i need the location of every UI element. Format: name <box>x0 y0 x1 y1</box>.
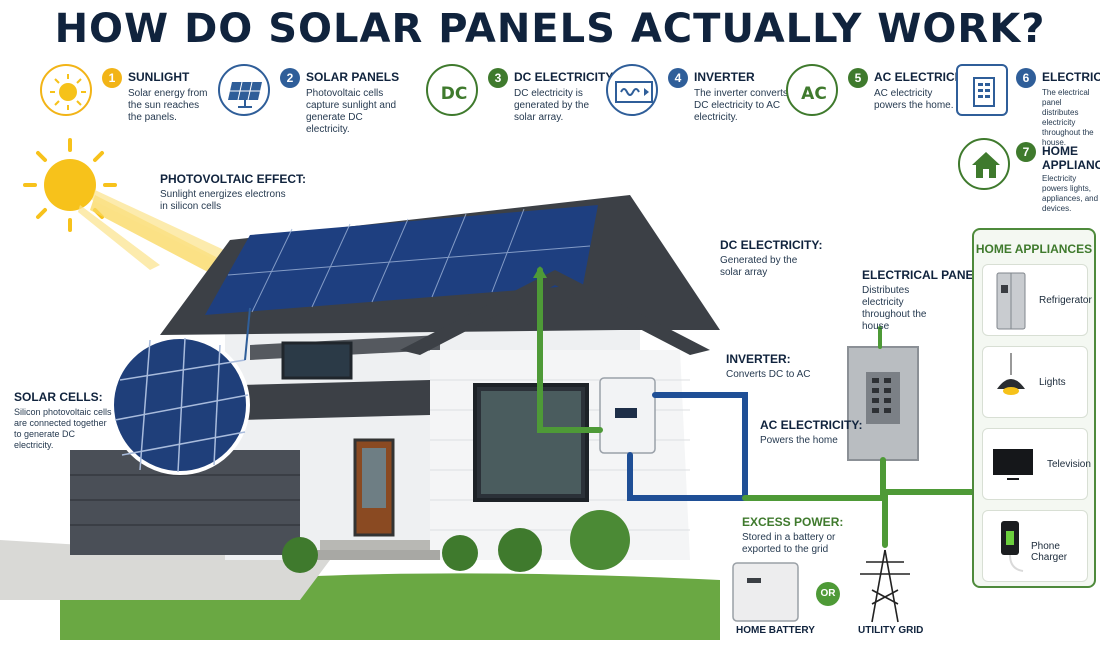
step-ac-electricity: AC 5 AC ELECTRICITY AC electricity power… <box>786 64 973 134</box>
step-desc: DC electricity is generated by the solar… <box>514 88 590 123</box>
photovoltaic-title: PHOTOVOLTAIC EFFECT: <box>160 172 306 186</box>
dc-electricity-callout: DC ELECTRICITY: Generated by the solar a… <box>720 238 830 279</box>
step-inverter: 4 INVERTER The inverter converts DC elec… <box>606 64 788 134</box>
photovoltaic-desc: Sunlight energizes electrons in silicon … <box>160 189 286 212</box>
electrical-panel-illustration <box>847 346 919 461</box>
ac-electricity-title: AC ELECTRICITY: <box>760 418 863 432</box>
solar-cell-zoom <box>110 307 251 475</box>
step-number: 2 <box>280 68 300 88</box>
appliances-title: HOME APPLIANCES <box>975 242 1093 256</box>
appliance-card-lights: Lights <box>982 346 1088 418</box>
excess-power-callout: EXCESS POWER: Stored in a battery or exp… <box>742 515 852 556</box>
house-icon <box>958 138 1010 190</box>
sun-icon <box>40 64 92 116</box>
appliance-card-phone-charger: Phone Charger <box>982 510 1088 582</box>
inverter-icon <box>606 64 658 116</box>
step-desc: The electrical panel distributes electri… <box>1042 88 1094 147</box>
utility-grid-label: UTILITY GRID <box>858 625 924 636</box>
sun-illustration <box>23 138 300 310</box>
utility-tower-illustration <box>860 549 910 623</box>
step-title: ELECTRICAL <box>1042 70 1100 84</box>
inverter-desc: Converts DC to AC <box>726 369 811 380</box>
phone-charger-icon <box>1001 521 1024 572</box>
excess-power-desc: Stored in a battery or exported to the g… <box>742 532 836 555</box>
refrigerator-icon <box>996 272 1026 330</box>
pendant-light-icon <box>997 353 1025 395</box>
dc-badge-text: DC <box>441 84 468 104</box>
ac-electricity-desc: Powers the home <box>760 435 838 446</box>
electrical-panel-desc: Distributes electricity throughout the h… <box>862 285 927 332</box>
page-title: HOW DO SOLAR PANELS ACTUALLY WORK? <box>54 6 1046 52</box>
solar-cells-title: SOLAR CELLS: <box>14 390 103 404</box>
roof-solar-array <box>205 205 598 315</box>
electrical-panel-title: ELECTRICAL PANEL: <box>862 268 985 282</box>
home-appliances-panel: HOME APPLIANCES Refrigerator Lights Tele… <box>972 228 1096 588</box>
appliance-card-refrigerator: Refrigerator <box>982 264 1092 336</box>
home-battery-illustration <box>732 562 799 622</box>
step-title: SUNLIGHT <box>128 70 190 84</box>
appliance-label: Television <box>1047 459 1091 470</box>
dc-icon: DC <box>426 64 478 116</box>
inverter-illustration <box>599 377 656 454</box>
step-desc: Solar energy from the sun reaches the pa… <box>128 88 208 123</box>
step-number: 5 <box>848 68 868 88</box>
dc-electricity-title: DC ELECTRICITY: <box>720 238 823 252</box>
or-badge: OR <box>816 582 840 606</box>
solar-cells-desc: Silicon photovoltaic cells are connected… <box>14 407 112 450</box>
appliance-label: Refrigerator <box>1039 295 1092 306</box>
appliance-label: Lights <box>1039 377 1066 388</box>
solar-cells-callout: SOLAR CELLS: Silicon photovoltaic cells … <box>14 390 114 451</box>
inverter-title: INVERTER: <box>726 352 791 366</box>
step-desc: AC electricity powers the home. <box>874 88 954 111</box>
appliance-card-television: Television <box>982 428 1091 500</box>
solar-panel-icon <box>218 64 270 116</box>
television-icon <box>993 449 1033 480</box>
step-desc: Photovoltaic cells capture sunlight and … <box>306 88 397 135</box>
step-solar-panels: 2 SOLAR PANELS Photovoltaic cells captur… <box>218 64 408 135</box>
step-title: SOLAR PANELS <box>306 70 400 84</box>
dc-electricity-desc: Generated by the solar array <box>720 255 798 278</box>
step-number: 1 <box>102 68 122 88</box>
appliance-label: Phone Charger <box>1031 541 1068 563</box>
home-battery-label: HOME BATTERY <box>736 625 815 636</box>
electrical-panel-icon <box>956 64 1008 116</box>
excess-power-title: EXCESS POWER: <box>742 515 844 529</box>
step-desc: The inverter converts DC electricity to … <box>694 88 788 123</box>
inverter-callout: INVERTER: Converts DC to AC <box>726 352 836 381</box>
ac-badge-text: AC <box>801 84 827 104</box>
electrical-panel-callout: ELECTRICAL PANEL: Distributes electricit… <box>862 268 985 333</box>
step-dc-electricity: DC 3 DC ELECTRICITY DC electricity is ge… <box>426 64 613 134</box>
step-number: 4 <box>668 68 688 88</box>
step-title: INVERTER <box>694 70 755 84</box>
ac-icon: AC <box>786 64 838 116</box>
step-sunlight: 1 SUNLIGHT Solar energy from the sun rea… <box>40 64 210 134</box>
step-title: DC ELECTRICITY <box>514 70 614 84</box>
step-number: 7 <box>1016 142 1036 162</box>
step-number: 3 <box>488 68 508 88</box>
step-desc: Electricity powers lights, appliances, a… <box>1042 174 1099 213</box>
step-number: 6 <box>1016 68 1036 88</box>
step-title: HOME APPLIANCES <box>1042 144 1100 172</box>
step-title: AC ELECTRICITY <box>874 70 974 84</box>
step-home-appliances: 7 HOME APPLIANCES Electricity powers lig… <box>958 138 1100 213</box>
step-electrical: 6 ELECTRICAL The electrical panel distri… <box>956 64 1100 147</box>
ac-electricity-callout: AC ELECTRICITY: Powers the home <box>760 418 870 447</box>
photovoltaic-callout: PHOTOVOLTAIC EFFECT: Sunlight energizes … <box>160 172 310 213</box>
